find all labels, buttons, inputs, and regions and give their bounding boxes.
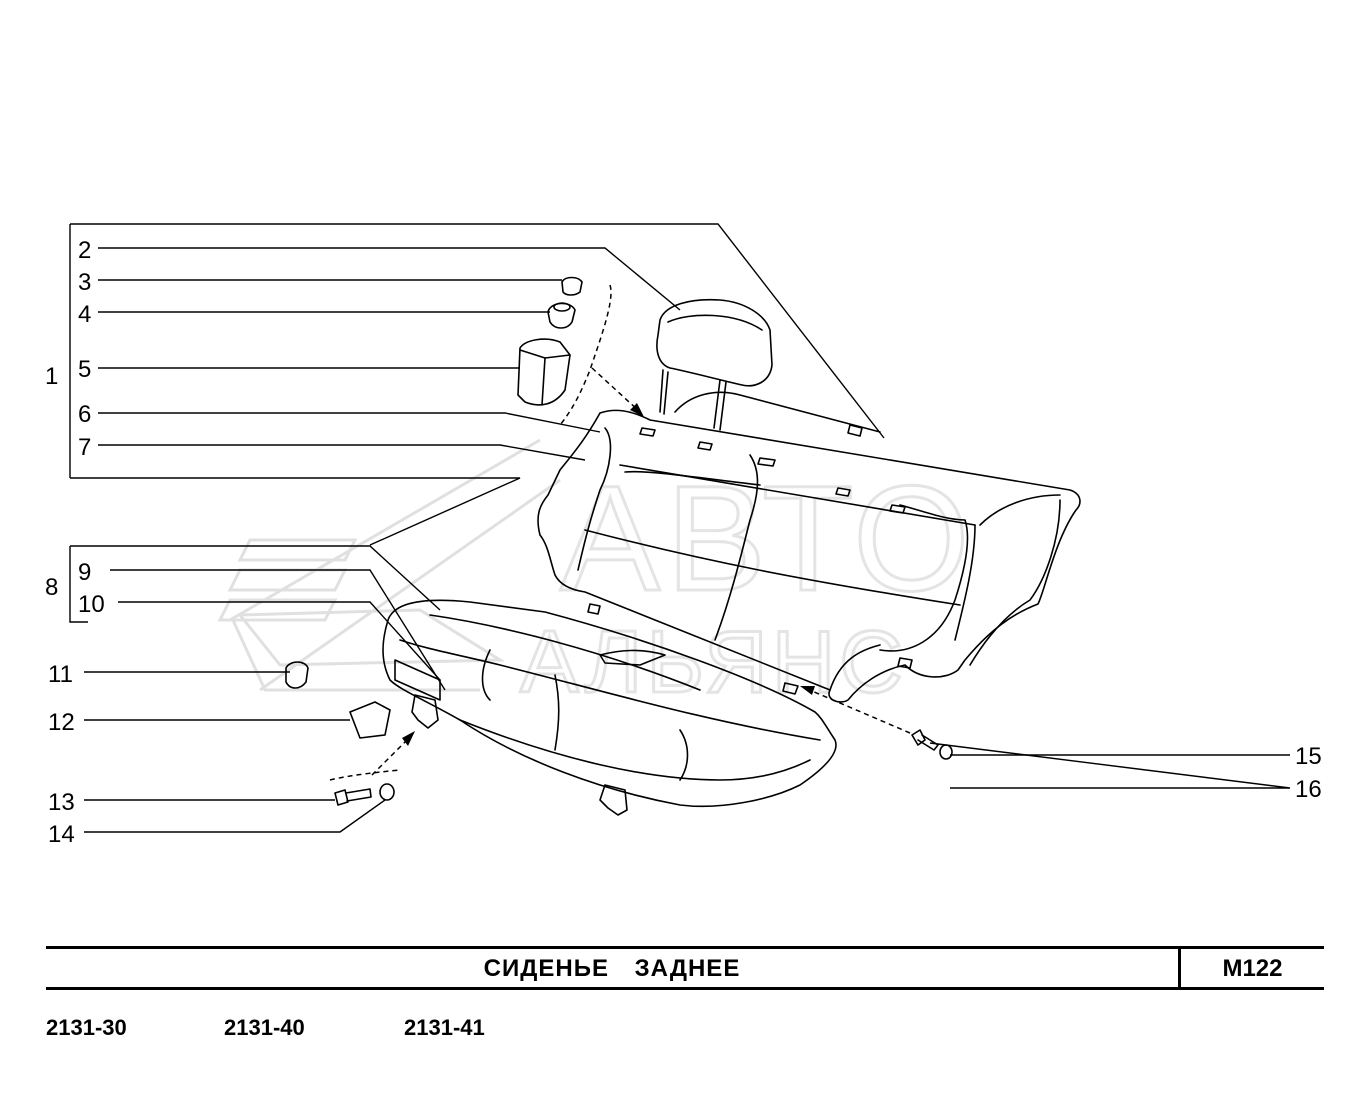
callout-5: 5: [78, 356, 91, 383]
callout-7: 7: [78, 434, 91, 461]
callout-16: 16: [1295, 776, 1322, 803]
part-3-plug: [561, 276, 583, 296]
callout-labels: 1 2 3 4 5 6 7 8 9 10 11 12 13 14 15 16: [45, 237, 1322, 848]
part-15-washer: [939, 744, 953, 760]
model-code-1: 2131-30: [46, 1015, 127, 1040]
part-14-washer: [379, 783, 395, 801]
sheet-code: М122: [1222, 955, 1283, 982]
callout-10: 10: [78, 591, 105, 618]
callout-2: 2: [78, 237, 91, 264]
headrest: [656, 298, 773, 431]
callout-8: 8: [45, 574, 58, 601]
callout-12: 12: [48, 709, 75, 736]
page-title: СИДЕНЬЕ ЗАДНЕЕ: [483, 955, 741, 982]
model-code-2: 2131-40: [224, 1015, 305, 1040]
part-13-bolt: [334, 788, 372, 806]
part-16-bolt: [911, 729, 939, 751]
callout-9: 9: [78, 559, 91, 586]
callout-14: 14: [48, 821, 75, 848]
part-11-clip: [285, 661, 309, 689]
callout-15: 15: [1295, 743, 1322, 770]
part-5-cover: [517, 338, 571, 406]
cushion-bracket: [394, 659, 441, 701]
part-12-cover: [349, 701, 391, 739]
callout-3: 3: [78, 269, 91, 296]
callout-6: 6: [78, 401, 91, 428]
title-bar: [46, 946, 1324, 990]
callout-1: 1: [45, 363, 58, 390]
model-code-3: 2131-41: [404, 1015, 485, 1040]
seat-back-top-rail: [674, 391, 881, 433]
title-divider: [1178, 946, 1181, 990]
watermark-logo: АВТО АЛЬЯНС: [217, 438, 971, 713]
part-4-bushing: [547, 302, 576, 329]
seat-cushion: [382, 599, 837, 808]
callout-13: 13: [48, 789, 75, 816]
callout-11: 11: [48, 661, 73, 688]
seat-back: [537, 409, 1081, 703]
callout-4: 4: [78, 301, 91, 328]
watermark-line2: АЛЬЯНС: [520, 612, 907, 711]
